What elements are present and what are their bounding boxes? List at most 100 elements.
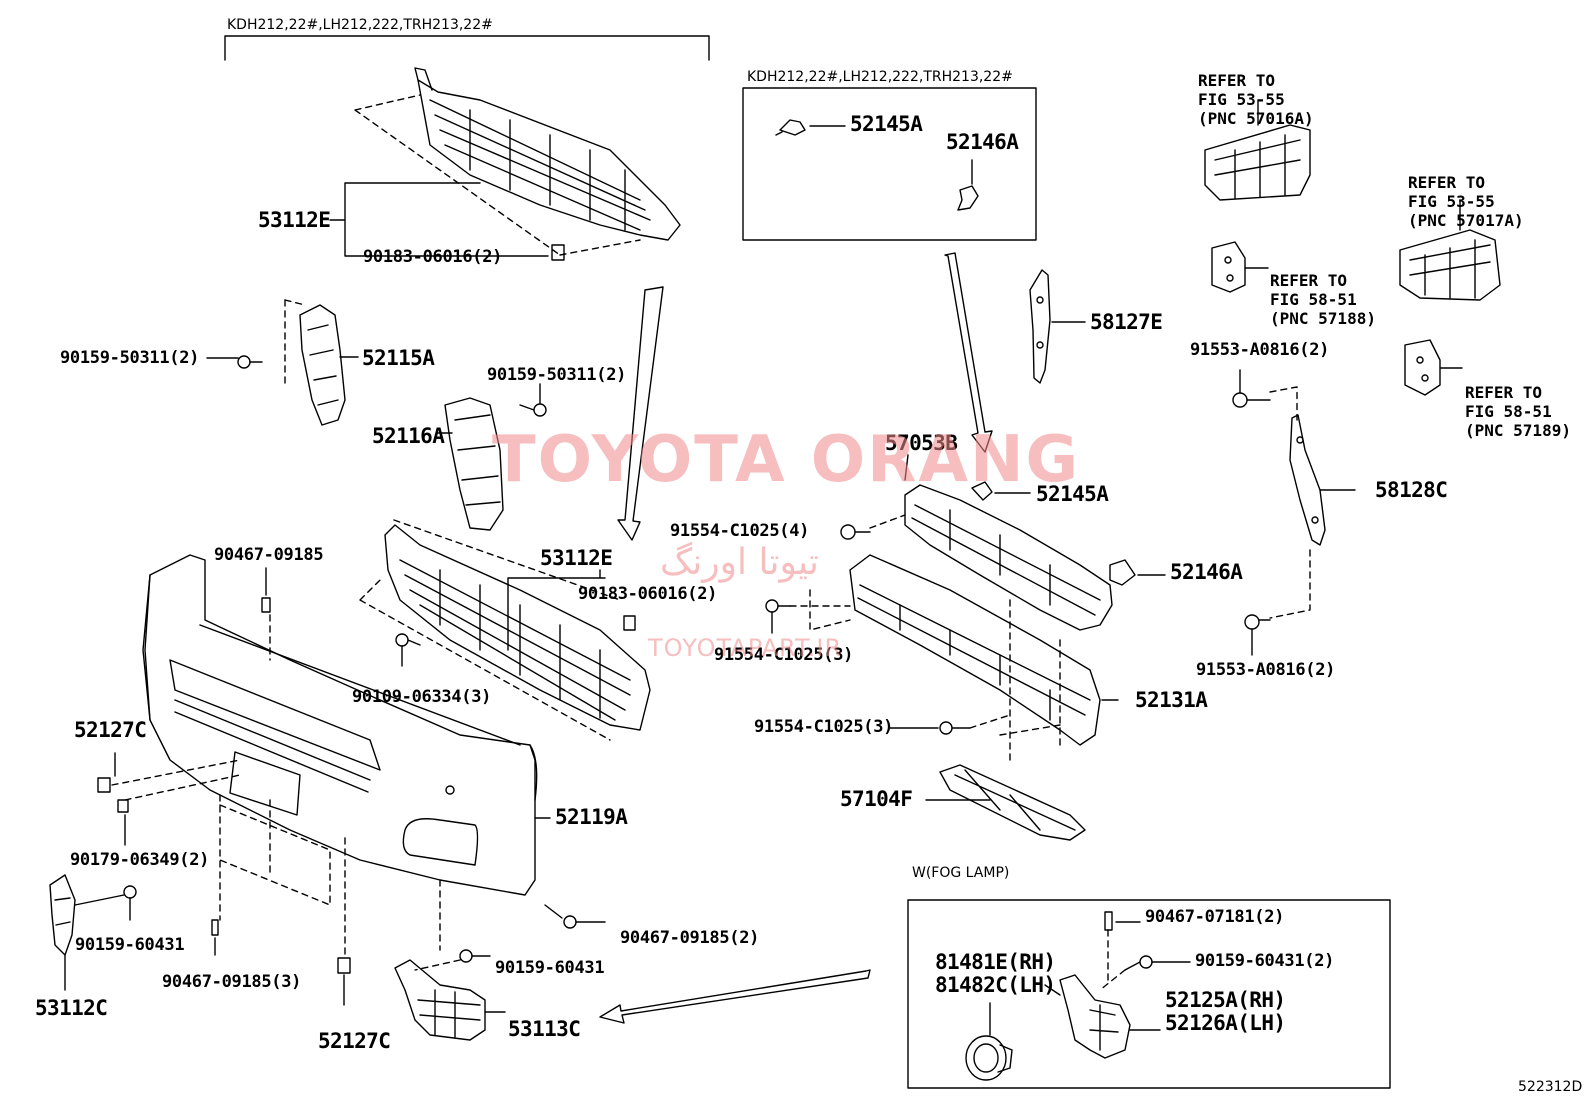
- label-58127E: 58127E: [1090, 310, 1163, 334]
- fog-cover-53113C: [394, 959, 486, 1041]
- refer-part-57189: [1404, 339, 1441, 396]
- refer-part-57017A: [1399, 229, 1501, 301]
- reinforcement-52131A: [849, 554, 1101, 746]
- label-52127C-top: 52127C: [74, 718, 147, 742]
- label-90159-50311-left: 90159-50311(2): [60, 348, 200, 368]
- clip-52145A-inset: [775, 119, 806, 136]
- fog-bracket-52125A: [1059, 974, 1131, 1059]
- label-90159-60431-c: 90159-60431(2): [1195, 951, 1335, 971]
- clip-90467-right: [544, 904, 606, 929]
- bolt-91554-c: [889, 721, 971, 735]
- label-90159-50311-mid: 90159-50311(2): [487, 365, 627, 385]
- label-81482C: 81482C(LH): [935, 973, 1056, 997]
- label-90183-mid: 90183-06016(2): [578, 584, 718, 604]
- assembly-arrow-1: [617, 286, 664, 541]
- label-91554-a: 91554-C1025(4): [670, 521, 810, 541]
- front-bumper-52119A: [142, 554, 538, 896]
- fog-lamp-box: [907, 899, 1391, 1089]
- fog-lamp-81481E: [965, 1035, 1013, 1081]
- label-57104F: 57104F: [840, 787, 913, 811]
- clip-90183-top: [551, 244, 565, 261]
- label-52115A: 52115A: [362, 346, 435, 370]
- clip-90467-07181: [1104, 911, 1141, 931]
- label-91553-b: 91553-A0816(2): [1196, 660, 1336, 680]
- bolt-91553-b: [1244, 614, 1271, 656]
- clip-90467-top: [261, 567, 271, 613]
- label-52126A: 52126A(LH): [1165, 1011, 1286, 1035]
- watermark-main: TOYOTA ORANG: [492, 423, 1081, 497]
- watermark-site: TOYOTAPART.IR: [648, 634, 843, 662]
- bracket-58127E: [1029, 269, 1051, 384]
- label-52145A-inset: 52145A: [850, 112, 923, 136]
- label-53113C: 53113C: [508, 1017, 581, 1041]
- fog-lamp-box-header: W(FOG LAMP): [912, 865, 1010, 881]
- clip-52146A: [1109, 559, 1136, 586]
- figure-code: 522312D: [1518, 1079, 1583, 1095]
- assembly-arrow-2: [599, 969, 871, 1024]
- clip-52146A-inset: [957, 185, 979, 211]
- bolt-90159-left: [237, 355, 263, 369]
- label-90109: 90109-06334(3): [352, 687, 492, 707]
- bracket-52116A: [444, 397, 504, 531]
- clip-52127C-bottom: [337, 957, 351, 974]
- bolt-90159-mid: [519, 383, 547, 417]
- bolt-90159-60431-c: [1124, 955, 1191, 971]
- bolt-91554-a: [840, 524, 871, 540]
- label-91554-b: 91554-C1025(3): [714, 645, 854, 665]
- refer-part-57188: [1211, 241, 1246, 293]
- reinforcement-57053B: [904, 484, 1113, 631]
- label-90467-09185-bottom: 90467-09185(3): [162, 972, 302, 992]
- label-81481E: 81481E(RH): [935, 950, 1056, 974]
- clip-90467-bottom: [211, 919, 219, 956]
- label-90159-60431-a: 90159-60431: [75, 935, 185, 955]
- label-90183-top: 90183-06016(2): [363, 247, 503, 267]
- bracket-58128C: [1289, 414, 1326, 546]
- watermark-persian: تیوتا اورنگ: [660, 542, 819, 583]
- label-52125A: 52125A(RH): [1165, 988, 1286, 1012]
- label-90467-09185-top: 90467-09185: [214, 545, 324, 565]
- label-91553-a: 91553-A0816(2): [1190, 340, 1330, 360]
- label-90159-60431-b: 90159-60431: [495, 958, 605, 978]
- label-91554-c: 91554-C1025(3): [754, 717, 894, 737]
- upper-grille-53112E: [414, 67, 681, 241]
- inset-model-range-header: KDH212,22#,LH212,222,TRH213,22#: [747, 69, 1013, 85]
- label-90467-09185-right: 90467-09185(2): [620, 928, 760, 948]
- label-52131A: 52131A: [1135, 688, 1208, 712]
- label-52145A: 52145A: [1036, 482, 1109, 506]
- clip-52145A: [971, 481, 993, 501]
- bracket-53112C: [49, 874, 76, 956]
- label-52127C-bottom: 52127C: [318, 1029, 391, 1053]
- label-90179: 90179-06349(2): [70, 850, 210, 870]
- top-range-bracket: [224, 35, 710, 61]
- label-58128C: 58128C: [1375, 478, 1448, 502]
- bolt-91553-a: [1232, 369, 1271, 408]
- refer-part-57016A: [1204, 124, 1311, 201]
- dashed-upper-grille: [354, 94, 641, 256]
- label-53112E-top: 53112E: [258, 208, 331, 232]
- mid-grille-53112E: [384, 524, 651, 731]
- label-52146A-inset: 52146A: [946, 130, 1019, 154]
- bolt-91554-b: [765, 599, 791, 634]
- label-53112C: 53112C: [35, 996, 108, 1020]
- label-52119A: 52119A: [555, 805, 628, 829]
- bolt-90159-60431-b: [459, 949, 491, 963]
- bolt-90159-60431-a: [74, 885, 137, 921]
- label-52146A: 52146A: [1170, 560, 1243, 584]
- label-57053B: 57053B: [885, 431, 958, 455]
- label-53112E-mid: 53112E: [540, 546, 613, 570]
- clip-90179: [117, 799, 129, 813]
- inset-box: [742, 87, 1037, 241]
- label-52116A: 52116A: [372, 424, 445, 448]
- bracket-52115A: [299, 304, 346, 426]
- under-cover-57104F: [939, 764, 1086, 841]
- clip-90183-mid: [623, 615, 636, 631]
- bolt-90109: [395, 633, 421, 667]
- assembly-arrow-3: [944, 252, 993, 453]
- clip-52127C-top: [97, 777, 111, 793]
- label-90467-07181: 90467-07181(2): [1145, 907, 1285, 927]
